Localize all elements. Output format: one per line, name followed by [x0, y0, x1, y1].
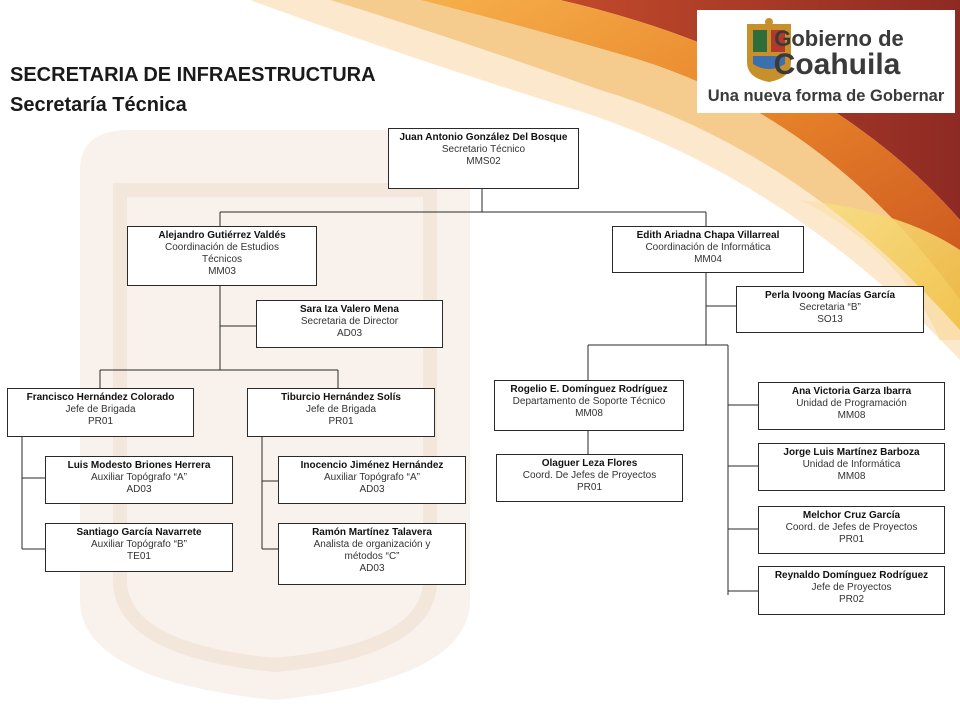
person-role: Secretario Técnico	[441, 144, 526, 155]
person-role: Secretaria “B”	[799, 302, 861, 313]
person-name: Inocencio Jiménez Hernández	[300, 460, 444, 471]
org-box-ana: Ana Victoria Garza Ibarra Unidad de Prog…	[758, 382, 945, 430]
person-role: Coordinación de Informática	[645, 242, 771, 253]
person-role: Analista de organización y métodos “C”	[313, 539, 431, 562]
org-box-inocencio: Inocencio Jiménez Hernández Auxiliar Top…	[278, 456, 466, 504]
person-code: PR02	[838, 594, 864, 605]
person-name: Edith Ariadna Chapa Villarreal	[636, 230, 780, 241]
person-code: MM08	[575, 408, 603, 419]
person-role: Jefe de Brigada	[65, 404, 136, 415]
person-code: MM08	[837, 471, 866, 482]
person-name: Juan Antonio González Del Bosque	[399, 132, 568, 143]
person-code: PR01	[838, 534, 864, 545]
person-name: Rogelio E. Domínguez Rodríguez	[510, 384, 668, 395]
person-code: AD03	[359, 484, 385, 495]
person-code: MM08	[837, 410, 866, 421]
person-name: Luis Modesto Briones Herrera	[67, 460, 211, 471]
person-name: Alejandro Gutiérrez Valdés	[158, 230, 286, 241]
person-name: Ramón Martínez Talavera	[312, 527, 432, 538]
org-box-tiburcio: Tiburcio Hernández Solís Jefe de Brigada…	[247, 388, 435, 437]
org-box-francisco: Francisco Hernández Colorado Jefe de Bri…	[7, 388, 194, 437]
person-role: Coord. de Jefes de Proyectos	[785, 522, 918, 533]
org-box-jorge: Jorge Luis Martínez Barboza Unidad de In…	[758, 443, 945, 491]
org-box-reynaldo: Reynaldo Domínguez Rodríguez Jefe de Pro…	[758, 566, 945, 615]
person-code: TE01	[127, 551, 151, 562]
org-box-santiago: Santiago García Navarrete Auxiliar Topóg…	[45, 523, 233, 572]
person-code: PR01	[328, 416, 354, 427]
person-name: Melchor Cruz García	[802, 510, 901, 521]
person-name: Reynaldo Domínguez Rodríguez	[774, 570, 929, 581]
swoosh-orange	[420, 0, 960, 300]
org-box-sara: Sara Iza Valero Mena Secretaria de Direc…	[256, 300, 443, 348]
org-box-ramon: Ramón Martínez Talavera Analista de orga…	[278, 523, 466, 585]
person-name: Francisco Hernández Colorado	[26, 392, 175, 403]
logo-line2: Coahuila	[774, 48, 901, 81]
coat-of-arms-icon: Gobierno de Coahuila Una nueva forma de …	[697, 10, 955, 113]
person-code: PR01	[576, 482, 602, 493]
org-box-informatica: Edith Ariadna Chapa Villarreal Coordinac…	[612, 226, 804, 273]
gobierno-coahuila-logo: Gobierno de Coahuila Una nueva forma de …	[697, 10, 955, 113]
page-subtitle: Secretaría Técnica	[10, 94, 187, 116]
person-code: MM04	[694, 254, 722, 265]
person-code: MM03	[208, 266, 236, 277]
person-role: Coord. De Jefes de Proyectos	[522, 470, 657, 481]
person-name: Jorge Luis Martínez Barboza	[783, 447, 920, 458]
org-box-rogelio: Rogelio E. Domínguez Rodríguez Departame…	[494, 380, 684, 431]
person-role: Coordinación de Estudios Técnicos	[165, 242, 279, 265]
person-code: AD03	[336, 328, 362, 339]
person-code: AD03	[126, 484, 152, 495]
person-role: Unidad de Informática	[802, 459, 901, 470]
person-role: Secretaria de Director	[300, 316, 399, 327]
person-role: Departamento de Soporte Técnico	[512, 396, 666, 407]
org-box-olaguer: Olaguer Leza Flores Coord. De Jefes de P…	[496, 454, 683, 502]
person-name: Sara Iza Valero Mena	[300, 304, 399, 315]
org-box-secretario: Juan Antonio González Del Bosque Secreta…	[388, 128, 579, 189]
person-role: Jefe de Proyectos	[811, 582, 892, 593]
person-role: Auxiliar Topógrafo “B”	[91, 539, 187, 550]
person-name: Ana Victoria Garza Ibarra	[791, 386, 912, 397]
person-name: Olaguer Leza Flores	[541, 458, 638, 469]
person-code: PR01	[87, 416, 113, 427]
person-name: Perla Ivoong Macías García	[764, 290, 896, 301]
person-code: SO13	[817, 314, 843, 325]
swoosh-yellow	[800, 200, 960, 340]
person-role: Jefe de Brigada	[305, 404, 377, 415]
person-code: AD03	[359, 563, 385, 574]
swoosh-light	[330, 0, 960, 330]
person-name: Tiburcio Hernández Solís	[281, 392, 401, 403]
org-box-perla: Perla Ivoong Macías García Secretaria “B…	[736, 286, 924, 333]
org-box-melchor: Melchor Cruz García Coord. de Jefes de P…	[758, 506, 945, 554]
seal-watermark-inner	[113, 183, 437, 673]
org-box-estudios: Alejandro Gutiérrez Valdés Coordinación …	[127, 226, 317, 286]
person-role: Auxiliar Topógrafo “A”	[324, 472, 420, 483]
person-name: Santiago García Navarrete	[76, 527, 202, 538]
page-title: SECRETARIA DE INFRAESTRUCTURA	[10, 64, 376, 86]
person-role: Auxiliar Topógrafo “A”	[91, 472, 187, 483]
org-box-luis: Luis Modesto Briones Herrera Auxiliar To…	[45, 456, 233, 504]
person-code: MMS02	[466, 156, 501, 167]
person-role: Unidad de Programación	[796, 398, 907, 409]
logo-slogan: Una nueva forma de Gobernar	[708, 87, 945, 105]
logo-line1: Gobierno de	[774, 26, 904, 51]
